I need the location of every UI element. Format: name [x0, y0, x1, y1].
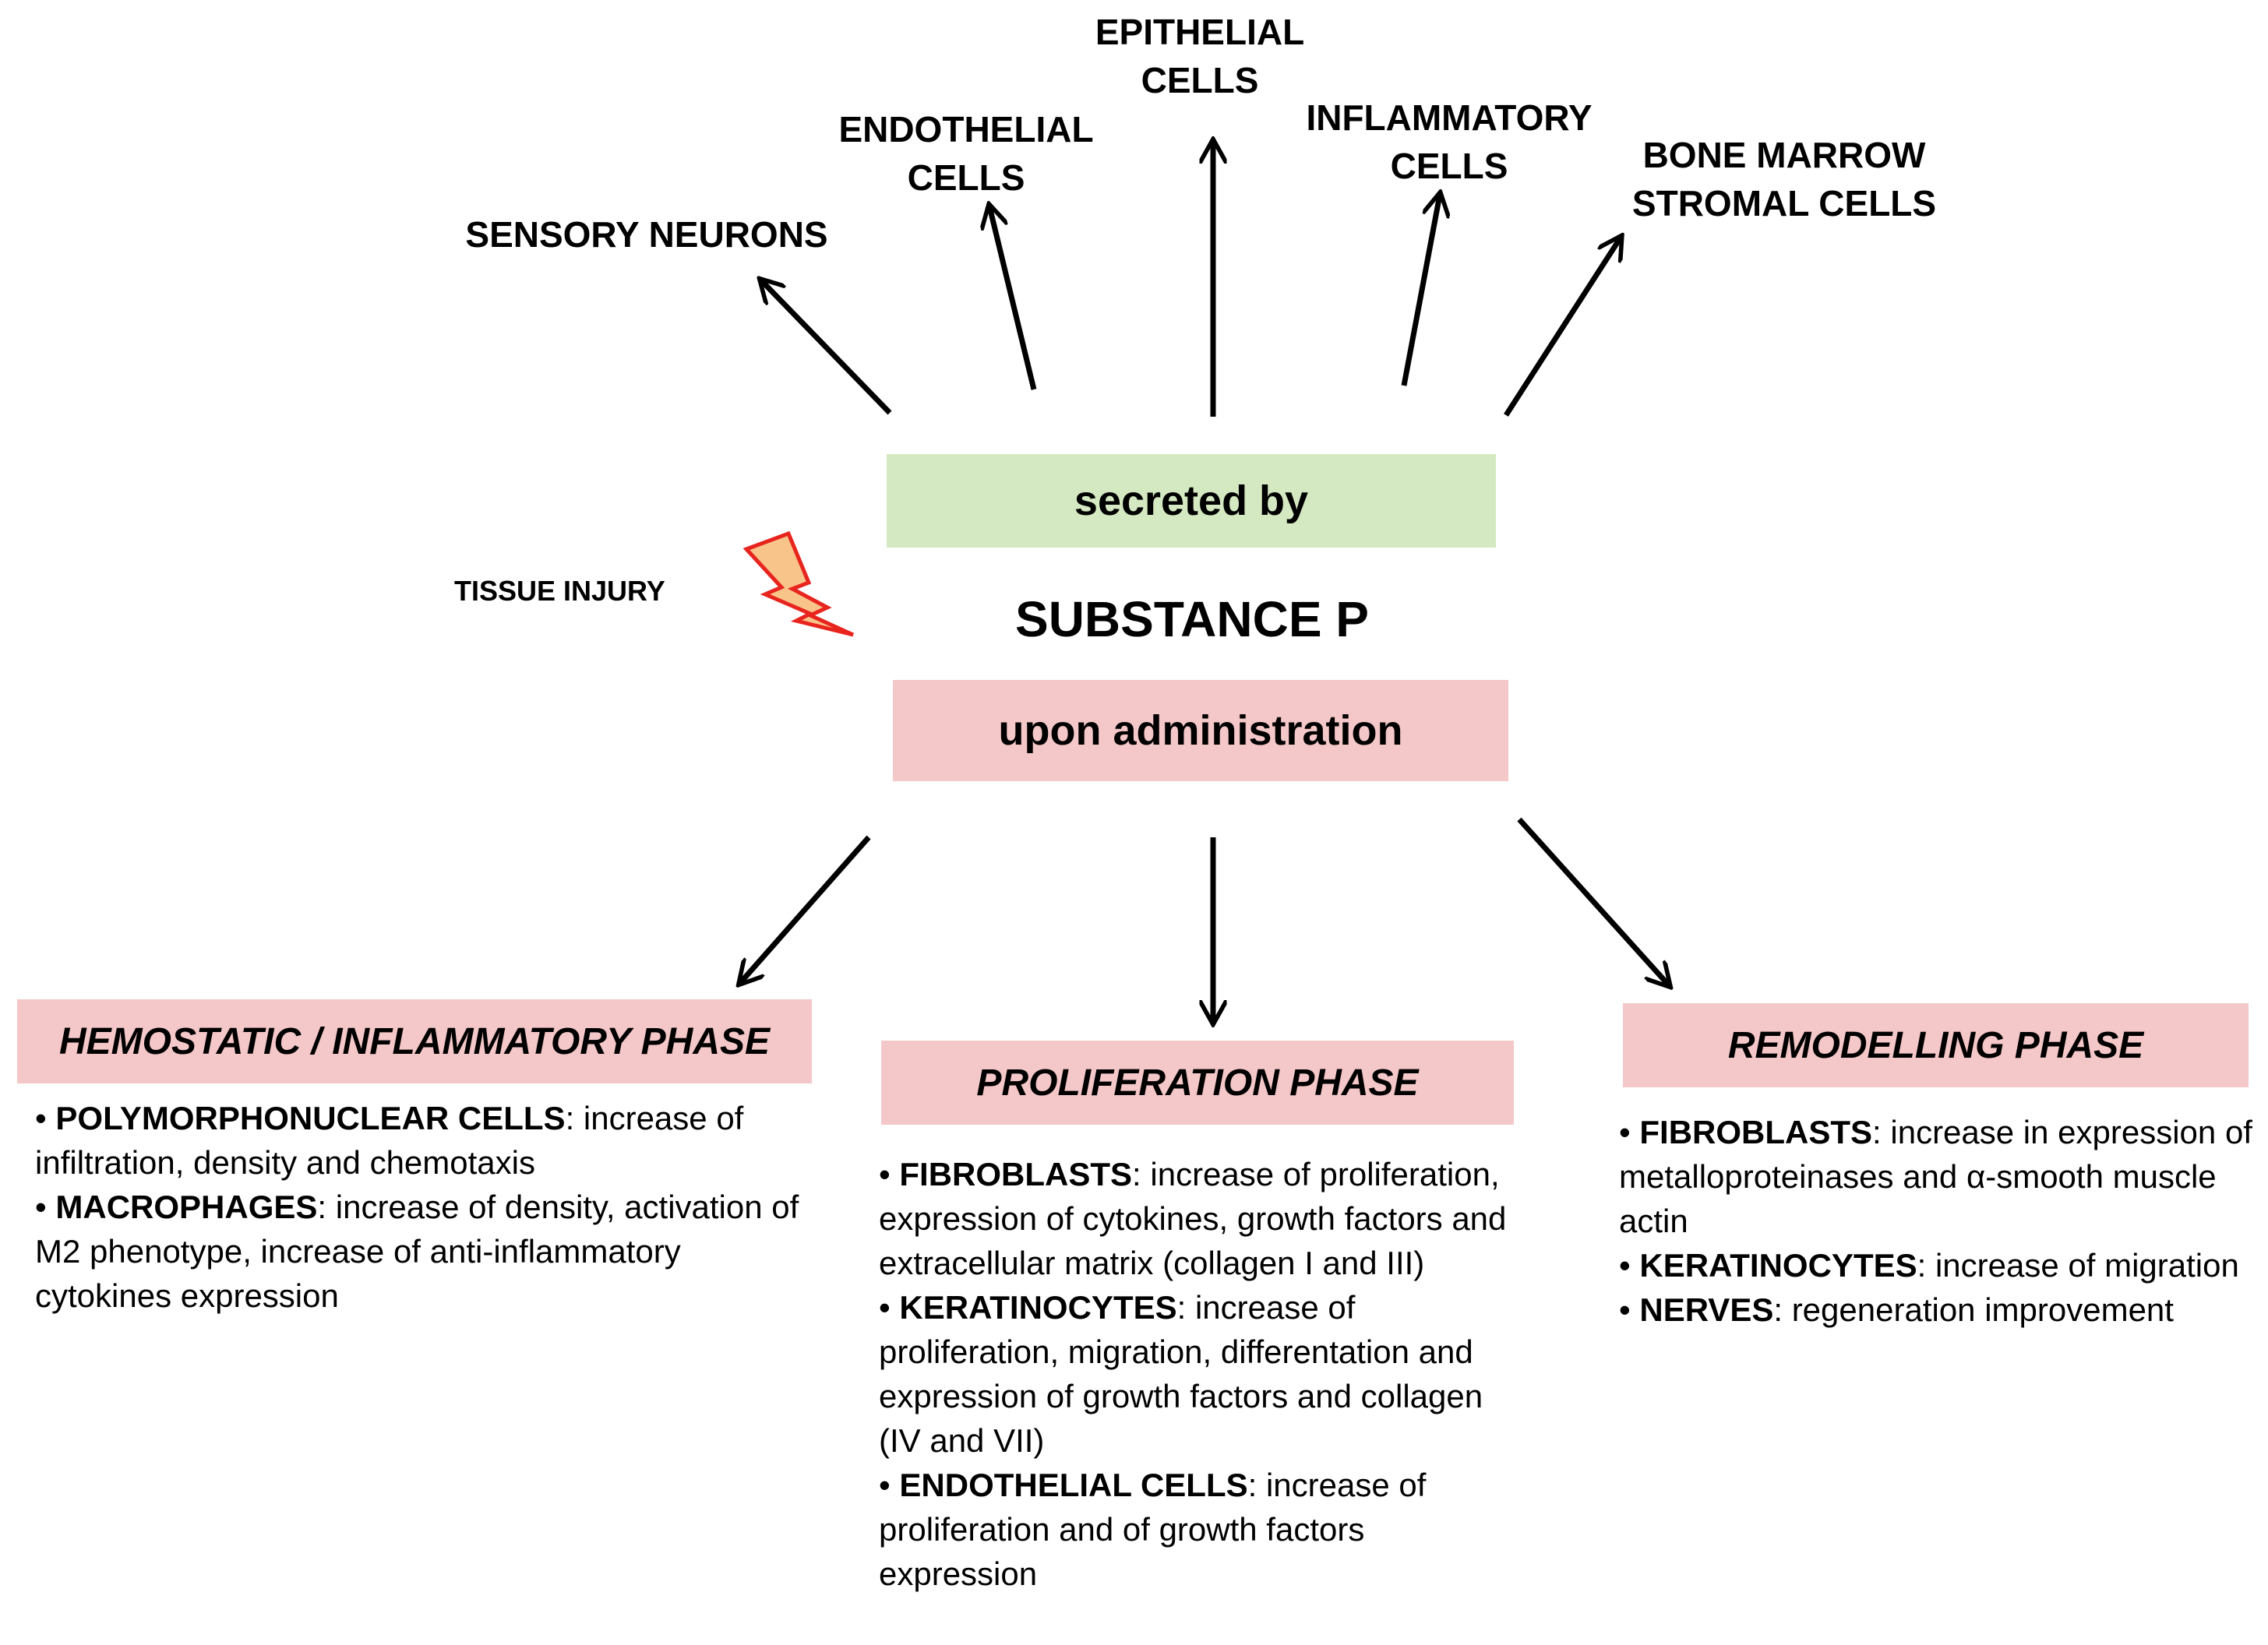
- phase-list-remodelling: • FIBROBLASTS: increase in expression of…: [1619, 1110, 2254, 1332]
- arrow-to-remodelling-phase: [1517, 817, 1669, 985]
- arrow-to-endothelial-cells: [989, 206, 1037, 390]
- source-line: INFLAMMATORY: [1306, 97, 1593, 138]
- upon-administration-box: upon administration: [893, 680, 1508, 781]
- item-text: : increase of infiltration, density and …: [35, 1100, 744, 1181]
- source-epithelial-cells: EPITHELIAL CELLS: [1044, 8, 1356, 104]
- phase-title-hemostatic: HEMOSTATIC / INFLAMMATORY PHASE: [17, 999, 812, 1083]
- phase-title-remodelling: REMODELLING PHASE: [1623, 1003, 2249, 1087]
- bullet: •: [35, 1100, 47, 1136]
- item-text: : increase of proliferation and of growt…: [879, 1467, 1427, 1592]
- item-text: : increase of migration: [1917, 1247, 2239, 1284]
- phase-title-proliferation: PROLIFERATION PHASE: [881, 1041, 1514, 1125]
- source-endothelial-cells: ENDOTHELIAL CELLS: [810, 105, 1122, 202]
- secreted-by-box: secreted by: [887, 454, 1496, 548]
- source-line: ENDOTHELIAL: [838, 109, 1094, 150]
- list-item: • NERVES: regeneration improvement: [1619, 1287, 2254, 1332]
- source-bone-marrow-stromal-cells: BONE MARROW STROMAL CELLS: [1589, 131, 1979, 227]
- bullet: •: [1619, 1114, 1631, 1150]
- tissue-injury-label: TISSUE INJURY: [454, 575, 665, 607]
- item-term: FIBROBLASTS: [1639, 1114, 1873, 1150]
- list-item: • FIBROBLASTS: increase in expression of…: [1619, 1110, 2254, 1243]
- arrow-to-sensory-neurons: [761, 280, 892, 415]
- list-item: • ENDOTHELIAL CELLS: increase of prolife…: [879, 1463, 1526, 1596]
- lightning-bolt-icon: [742, 530, 855, 637]
- source-line: EPITHELIAL: [1095, 12, 1305, 52]
- source-line: BONE MARROW: [1642, 135, 1926, 175]
- item-text: : regeneration improvement: [1773, 1291, 2174, 1328]
- phase-list-proliferation: • FIBROBLASTS: increase of proliferation…: [879, 1152, 1526, 1596]
- source-line: CELLS: [907, 157, 1025, 198]
- item-term: KERATINOCYTES: [1639, 1247, 1917, 1284]
- bullet: •: [1619, 1291, 1631, 1328]
- arrow-to-inflammatory-cells: [1401, 195, 1440, 386]
- source-line: SENSORY NEURONS: [465, 214, 828, 255]
- item-term: KERATINOCYTES: [899, 1289, 1177, 1326]
- item-term: POLYMORPHONUCLEAR CELLS: [55, 1100, 566, 1136]
- bullet: •: [35, 1189, 47, 1225]
- source-sensory-neurons: SENSORY NEURONS: [436, 210, 857, 259]
- item-term: MACROPHAGES: [55, 1189, 318, 1225]
- item-text: : increase of proliferation, migration, …: [879, 1289, 1483, 1459]
- source-line: STROMAL CELLS: [1631, 183, 1937, 224]
- list-item: • MACROPHAGES: increase of density, acti…: [35, 1185, 806, 1318]
- arrow-to-bone-marrow-cells: [1504, 238, 1621, 417]
- source-inflammatory-cells: INFLAMMATORY CELLS: [1278, 93, 1621, 190]
- item-text: : increase of proliferation, expression …: [879, 1156, 1507, 1281]
- source-line: CELLS: [1390, 146, 1508, 186]
- item-text: : increase of density, activation of M2 …: [35, 1189, 799, 1314]
- phase-list-hemostatic: • POLYMORPHONUCLEAR CELLS: increase of i…: [35, 1096, 806, 1318]
- bullet: •: [1619, 1247, 1631, 1284]
- item-term: NERVES: [1639, 1291, 1774, 1328]
- list-item: • FIBROBLASTS: increase of proliferation…: [879, 1152, 1526, 1285]
- item-term: ENDOTHELIAL CELLS: [899, 1467, 1248, 1503]
- item-term: FIBROBLASTS: [899, 1156, 1133, 1192]
- list-item: • KERATINOCYTES: increase of migration: [1619, 1243, 2254, 1287]
- source-line: CELLS: [1141, 60, 1259, 100]
- list-item: • POLYMORPHONUCLEAR CELLS: increase of i…: [35, 1096, 806, 1185]
- bullet: •: [879, 1156, 891, 1192]
- bullet: •: [879, 1467, 891, 1503]
- list-item: • KERATINOCYTES: increase of proliferati…: [879, 1285, 1526, 1463]
- arrow-to-hemostatic-phase: [740, 835, 871, 983]
- item-text: : increase in expression of metalloprote…: [1619, 1114, 2252, 1239]
- bullet: •: [879, 1289, 891, 1326]
- substance-p-title: SUBSTANCE P: [1015, 591, 1369, 647]
